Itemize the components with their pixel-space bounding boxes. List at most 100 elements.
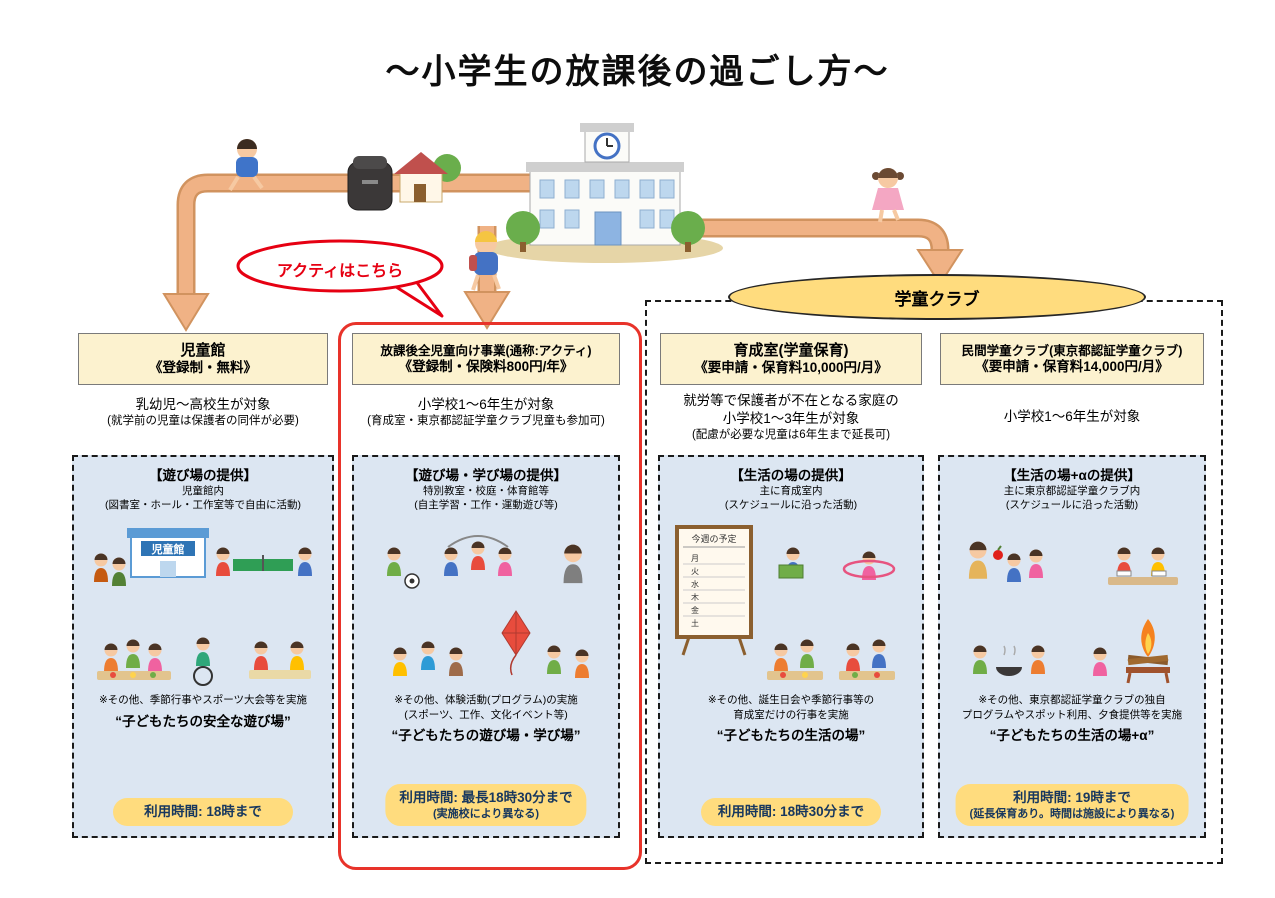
panel-title: 【遊び場・学び場の提供】 <box>405 468 567 483</box>
panel-sub: 特別教室・校庭・体育館等 <box>423 485 549 497</box>
usage-hours-akuti: 利用時間: 最長18時30分まで (実施校により異なる) <box>385 784 587 826</box>
teacher-apple-illustration <box>968 541 1043 583</box>
usage-hours-ikuseishitsu: 利用時間: 18時30分まで <box>701 798 881 826</box>
target-line: (育成室・東京都認証学童クラブ児童も参加可) <box>367 414 605 427</box>
school-bag-illustration <box>347 156 393 211</box>
column-target-ikuseishitsu: 就労等で保護者が不在となる家庭の 小学校1〜3年生が対象 (配慮が必要な児童は6… <box>650 392 932 443</box>
reading-kid-illustration <box>778 547 804 579</box>
panel-slogan: “子どもたちの生活の場+α” <box>989 728 1155 744</box>
schedule-day: 木 <box>691 592 699 602</box>
panel-note: プログラムやスポット利用、夕食提供等を実施 <box>961 708 1183 721</box>
panel-note: ※その他、季節行事やスポーツ大会等を実施 <box>98 694 308 707</box>
column-panel-minkan: 【生活の場+αの提供】 主に東京都認証学童クラブ内 (スケジュールに沿った活動) <box>938 455 1206 838</box>
school-flow-scene <box>162 123 964 332</box>
board-game-illustration <box>249 641 311 680</box>
house-illustration <box>394 152 461 203</box>
kids-group-illustration <box>393 641 589 679</box>
campfire-illustration <box>1093 619 1170 684</box>
usage-hours-note: (実施校により異なる) <box>432 807 540 820</box>
panel-sub: (自主学習・工作・運動遊び等) <box>414 499 558 512</box>
target-line: 小学校1〜6年生が対象 <box>1003 409 1141 424</box>
panel-title: 【遊び場の提供】 <box>149 468 257 483</box>
target-line: 小学校1〜3年生が対象 <box>722 410 860 426</box>
kids-eating-illustration <box>97 639 171 681</box>
teacher-illustration <box>563 545 583 584</box>
kids-lunch-illustration <box>767 639 895 681</box>
panel-note: 育成室だけの行事を実施 <box>733 708 849 721</box>
panel-slogan: “子どもたちの安全な遊び場” <box>115 713 291 729</box>
panel-sub: 主に育成室内 <box>759 485 823 497</box>
table-tennis-illustration <box>216 547 312 577</box>
panel-note: ※その他、誕生日会や季節行事等の <box>707 694 875 707</box>
gakudou-club-label: 学童クラブ <box>728 274 1146 320</box>
schedule-day: 金 <box>691 605 699 615</box>
page-title: 〜小学生の放課後の過ごし方〜 <box>385 53 890 91</box>
flow-arrows <box>162 173 964 332</box>
usage-hours-note: (延長保育あり。時間は施設により異なる) <box>969 807 1175 820</box>
panel-note: ※その他、体験活動(プログラム)の実施 <box>394 694 578 707</box>
panel-slogan: “子どもたちの生活の場” <box>716 728 866 744</box>
panel-note: ※その他、東京都認証学童クラブの独自 <box>978 694 1166 707</box>
capped-boy-illustration <box>469 231 501 291</box>
usage-hours-line: 利用時間: 18時30分まで <box>717 804 865 820</box>
column-fee: 《登録制・無料》 <box>149 360 257 376</box>
arrow-left-head <box>162 293 210 332</box>
column-target-minkan: 小学校1〜6年生が対象 <box>930 408 1214 426</box>
column-fee: 《要申請・保育料14,000円/月》 <box>975 358 1169 374</box>
column-title: 民間学童クラブ(東京都認証学童クラブ) <box>961 343 1183 358</box>
column-panel-jidokan: 【遊び場の提供】 児童館内 (図書室・ホール・工作室等で自由に活動) 児童館 <box>72 455 334 838</box>
arrow-middle-head <box>463 291 511 330</box>
soccer-kid-illustration <box>387 547 420 590</box>
panel-sub: 児童館内 <box>182 485 224 497</box>
jump-rope-illustration <box>444 535 512 577</box>
akuti-activities-illustration <box>358 515 614 693</box>
panel-sub: 主に東京都認証学童クラブ内 <box>1003 485 1141 497</box>
column-title: 放課後全児童向け事業(通称:アクティ) <box>380 343 592 358</box>
panel-sub: (スケジュールに沿った活動) <box>1005 499 1139 512</box>
schedule-board-illustration: 今週の予定 月 火 水 木 金 土 <box>675 525 753 656</box>
column-target-jidokan: 乳幼児〜高校生が対象 (就学前の児童は保護者の同伴が必要) <box>58 396 348 429</box>
jidokan-activities-illustration: 児童館 <box>78 515 328 693</box>
usage-hours-line: 利用時間: 最長18時30分まで <box>399 790 573 806</box>
target-line: 小学校1〜6年生が対象 <box>417 397 555 412</box>
hula-hoop-girl-illustration <box>842 551 896 581</box>
column-target-akuti: 小学校1〜6年生が対象 (育成室・東京都認証学童クラブ児童も参加可) <box>340 396 632 429</box>
akuti-highlight-frame <box>338 322 642 870</box>
target-line: (配慮が必要な児童は6年生まで延長可) <box>691 428 891 441</box>
usage-hours-line: 利用時間: 18時まで <box>144 804 262 820</box>
panel-title: 【生活の場+αの提供】 <box>1003 468 1141 483</box>
arrow-right-head <box>916 249 964 286</box>
running-girl-illustration <box>872 168 904 223</box>
panel-sub: (図書室・ホール・工作室等で自由に活動) <box>105 499 301 512</box>
schedule-day: 水 <box>691 579 699 589</box>
panel-note: (スポーツ、工作、文化イベント等) <box>404 708 568 721</box>
jidokan-building-illustration: 児童館 <box>127 528 209 579</box>
cooking-illustration <box>973 645 1045 677</box>
column-fee: 《登録制・保険料800円/年》 <box>398 358 574 374</box>
kite-illustration <box>501 610 531 676</box>
unicycle-kid-illustration <box>193 637 213 687</box>
target-line: 就労等で保護者が不在となる家庭の <box>683 393 899 408</box>
column-header-jidokan: 児童館 《登録制・無料》 <box>78 333 328 385</box>
panel-slogan: “子どもたちの遊び場・学び場” <box>391 728 581 744</box>
usage-hours-minkan: 利用時間: 19時まで (延長保育あり。時間は施設により異なる) <box>955 784 1189 826</box>
column-title: 児童館 <box>180 342 226 360</box>
target-line: 乳幼児〜高校生が対象 <box>135 397 271 412</box>
running-boy-illustration <box>228 139 264 192</box>
target-line: (就学前の児童は保護者の同伴が必要) <box>107 414 299 427</box>
column-panel-ikuseishitsu: 【生活の場の提供】 主に育成室内 (スケジュールに沿った活動) 今週の予定 月 … <box>658 455 924 838</box>
column-header-minkan: 民間学童クラブ(東京都認証学童クラブ) 《要申請・保育料14,000円/月》 <box>940 333 1204 385</box>
callout-bubble <box>236 239 444 318</box>
schedule-day: 土 <box>691 618 699 628</box>
clock-icon <box>593 132 621 160</box>
panel-title: 【生活の場の提供】 <box>730 468 852 483</box>
column-fee: 《要申請・保育料10,000円/月》 <box>694 360 888 376</box>
callout-text: アクティはこちら <box>276 263 404 280</box>
schedule-day: 火 <box>691 567 699 576</box>
schedule-board-title: 今週の予定 <box>691 533 736 544</box>
schedule-day: 月 <box>691 554 699 563</box>
ikuseishitsu-activities-illustration: 今週の予定 月 火 水 木 金 土 <box>664 515 918 693</box>
panel-sub: (スケジュールに沿った活動) <box>724 499 858 512</box>
jidokan-sign-label: 児童館 <box>151 542 185 556</box>
